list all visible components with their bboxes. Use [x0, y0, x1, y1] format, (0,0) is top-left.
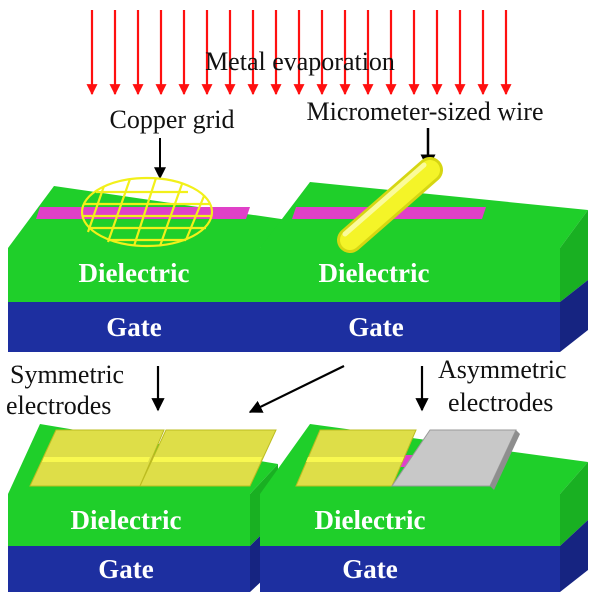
dielectric-label: Dielectric [71, 505, 182, 535]
dielectric-label: Dielectric [319, 258, 430, 288]
device-bottom-left: Dielectric Gate [8, 424, 278, 592]
gate-label: Gate [98, 554, 153, 584]
metal-evaporation-label: Metal evaporation [205, 47, 395, 76]
symmetric-label-line2: electrodes [6, 391, 111, 420]
copper-grid-label: Copper grid [110, 105, 235, 134]
device-top-right: Dielectric Gate [260, 157, 588, 352]
metal-evaporation-arrows [86, 10, 512, 96]
device-top-left: Dielectric Gate [8, 176, 288, 352]
asymmetric-label-line2: electrodes [448, 388, 553, 417]
gate-label: Gate [342, 554, 397, 584]
copper-grid [80, 176, 214, 248]
dielectric-label: Dielectric [315, 505, 426, 535]
micrometer-wire-label: Micrometer-sized wire [307, 97, 544, 126]
symmetric-label-line1: Symmetric [10, 360, 124, 389]
micrometer-wire [337, 157, 443, 253]
asymmetric-label-line1: Asymmetric [438, 355, 567, 384]
device-bottom-right: Dielectric Gate [260, 424, 588, 592]
gate-label: Gate [106, 312, 161, 342]
diagonal-arrow [248, 365, 345, 413]
gate-label: Gate [348, 312, 403, 342]
dielectric-label: Dielectric [79, 258, 190, 288]
